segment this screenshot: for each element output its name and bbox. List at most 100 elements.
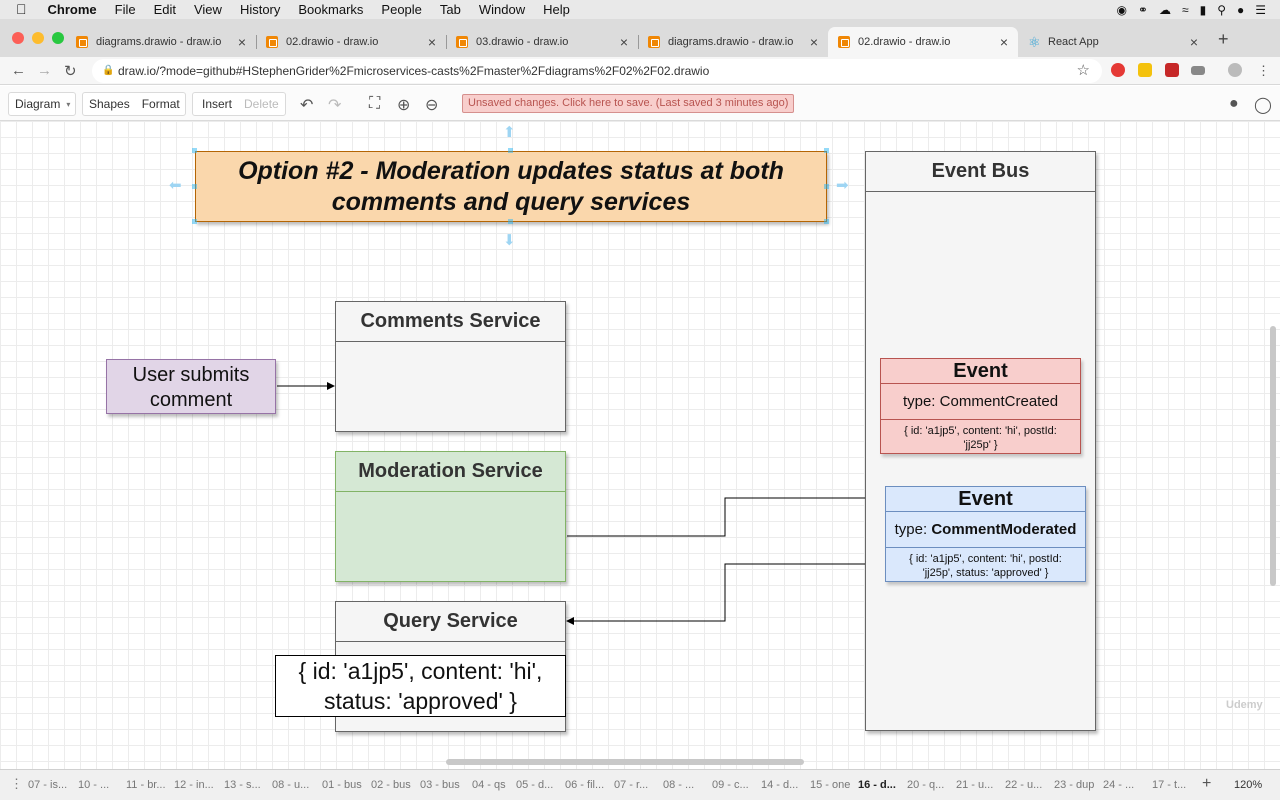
arrow-down-hint-icon[interactable]: ⬇ (503, 232, 516, 249)
close-tab-icon[interactable]: × (619, 34, 628, 50)
menu-file[interactable]: File (104, 2, 136, 17)
moderation-service-box[interactable]: Moderation Service (335, 451, 566, 582)
selection-handle[interactable] (508, 219, 513, 224)
browser-tab[interactable]: ⚛ React App × (1018, 27, 1208, 57)
user-icon[interactable]: ● (1229, 95, 1239, 112)
selection-handle[interactable] (192, 219, 197, 224)
comments-service-box[interactable]: Comments Service (335, 301, 566, 432)
notification-center-icon[interactable]: ☰ (1255, 2, 1266, 17)
new-tab-icon[interactable]: + (1218, 29, 1229, 49)
page-tab[interactable]: 02 - bus (371, 779, 411, 791)
minimize-window-button[interactable] (32, 32, 44, 44)
close-tab-icon[interactable]: × (237, 34, 246, 50)
menu-window[interactable]: Window (468, 2, 525, 17)
arrow-right-hint-icon[interactable]: ➡ (836, 177, 849, 194)
forward-icon[interactable]: → (37, 62, 52, 79)
page-tab[interactable]: 08 - ... (663, 779, 695, 791)
menu-bookmarks[interactable]: Bookmarks (287, 2, 363, 17)
menu-view[interactable]: View (183, 2, 222, 17)
close-tab-icon[interactable]: × (427, 34, 436, 50)
event-comment-created[interactable]: Event type: CommentCreated { id: 'a1jp5'… (880, 358, 1081, 454)
query-data-box[interactable]: { id: 'a1jp5', content: 'hi', status: 'a… (275, 655, 566, 717)
page-tab[interactable]: 17 - t... (1152, 779, 1187, 791)
zoom-level[interactable]: 120% (1234, 779, 1263, 791)
page-tab[interactable]: 08 - u... (272, 779, 310, 791)
glasses-icon[interactable]: ⚭ (1137, 2, 1148, 17)
close-tab-icon[interactable]: × (999, 34, 1008, 50)
page-tab[interactable]: 04 - qs (472, 779, 506, 791)
zoom-in-icon[interactable]: ⊕ (397, 97, 411, 114)
delete-button[interactable]: Delete (244, 97, 279, 111)
arrow-left-hint-icon[interactable]: ⬅ (169, 177, 182, 194)
pages-menu-icon[interactable]: ⋮ (10, 776, 23, 791)
profile-avatar[interactable] (1228, 63, 1242, 77)
page-tab[interactable]: 20 - q... (907, 779, 945, 791)
diagram-title-box[interactable]: Option #2 - Moderation updates status at… (195, 151, 827, 222)
selection-handle[interactable] (192, 184, 197, 189)
page-tab[interactable]: 03 - bus (420, 779, 460, 791)
back-icon[interactable]: ← (11, 62, 26, 79)
bookmark-star-icon[interactable]: ☆ (1076, 62, 1090, 79)
selection-handle[interactable] (192, 148, 197, 153)
fit-icon[interactable]: ⛶ (369, 95, 381, 112)
browser-tab-active[interactable]: 02.drawio - draw.io × (828, 27, 1018, 57)
extension-icon[interactable] (1138, 63, 1152, 77)
url-field[interactable]: 🔒 draw.io/?mode=github#HStephenGrider%2F… (92, 59, 1102, 83)
page-tab[interactable]: 01 - bus (322, 779, 362, 791)
ublock-extension-icon[interactable] (1165, 63, 1179, 77)
shapes-button[interactable]: Shapes (89, 97, 130, 111)
selection-handle[interactable] (508, 148, 513, 153)
diagram-canvas[interactable]: Option #2 - Moderation updates status at… (0, 121, 1280, 769)
menu-app-name[interactable]: Chrome (37, 2, 97, 17)
chrome-menu-icon[interactable]: ⋮ (1257, 63, 1270, 78)
format-button[interactable]: Format (141, 97, 180, 111)
page-tab[interactable]: 11 - br... (126, 779, 166, 791)
selection-handle[interactable] (824, 148, 829, 153)
page-tab[interactable]: 24 - ... (1103, 779, 1135, 791)
unsaved-changes-banner[interactable]: Unsaved changes. Click here to save. (La… (462, 94, 795, 113)
apple-icon[interactable]:  (0, 0, 39, 19)
browser-tab[interactable]: 03.drawio - draw.io × (446, 27, 639, 57)
event-comment-moderated[interactable]: Event type: CommentModerated { id: 'a1jp… (885, 486, 1086, 582)
vertical-scrollbar[interactable] (1270, 326, 1276, 586)
page-tab[interactable]: 23 - dup (1054, 779, 1095, 791)
selection-handle[interactable] (824, 219, 829, 224)
redo-icon[interactable]: ↷ (328, 97, 342, 114)
zoom-window-button[interactable] (52, 32, 64, 44)
page-tab[interactable]: 16 - d... (858, 779, 896, 791)
page-tab[interactable]: 12 - in... (174, 779, 214, 791)
page-tab[interactable]: 07 - is... (28, 779, 68, 791)
status-app-icon[interactable]: ◉ (1116, 2, 1127, 17)
horizontal-scrollbar[interactable] (446, 759, 804, 765)
menu-edit[interactable]: Edit (143, 2, 176, 17)
page-tab[interactable]: 06 - fil... (565, 779, 605, 791)
close-tab-icon[interactable]: × (809, 34, 818, 50)
arrow-up-hint-icon[interactable]: ⬆ (503, 124, 516, 141)
page-tab[interactable]: 10 - ... (78, 779, 110, 791)
page-tab[interactable]: 22 - u... (1005, 779, 1043, 791)
wifi-icon[interactable]: ≈ (1181, 2, 1189, 17)
page-tab[interactable]: 15 - one (810, 779, 851, 791)
menu-help[interactable]: Help (532, 2, 570, 17)
undo-icon[interactable]: ↶ (300, 97, 314, 114)
menu-tab[interactable]: Tab (429, 2, 461, 17)
browser-tab[interactable]: 02.drawio - draw.io × (256, 27, 447, 57)
page-tab[interactable]: 07 - r... (614, 779, 649, 791)
page-tab[interactable]: 13 - s... (224, 779, 261, 791)
user-submits-box[interactable]: User submits comment (106, 359, 276, 414)
zoom-out-icon[interactable]: ⊖ (425, 97, 439, 114)
siri-icon[interactable]: ● (1236, 2, 1245, 17)
battery-icon[interactable]: ▮ (1199, 2, 1207, 17)
menu-history[interactable]: History (229, 2, 280, 17)
insert-button[interactable]: Insert (202, 97, 233, 111)
close-window-button[interactable] (12, 32, 24, 44)
cloud-icon[interactable]: ☁ (1158, 2, 1171, 17)
spotlight-icon[interactable]: ⚲ (1217, 2, 1226, 17)
page-tab[interactable]: 21 - u... (956, 779, 994, 791)
globe-icon[interactable]: ◯ (1254, 97, 1272, 114)
reload-icon[interactable]: ↻ (64, 63, 77, 80)
diagram-menu[interactable]: Diagram ▾ (8, 92, 76, 116)
list-extension-icon[interactable] (1191, 66, 1205, 75)
selection-handle[interactable] (824, 184, 829, 189)
browser-tab[interactable]: diagrams.drawio - draw.io × (638, 27, 828, 57)
